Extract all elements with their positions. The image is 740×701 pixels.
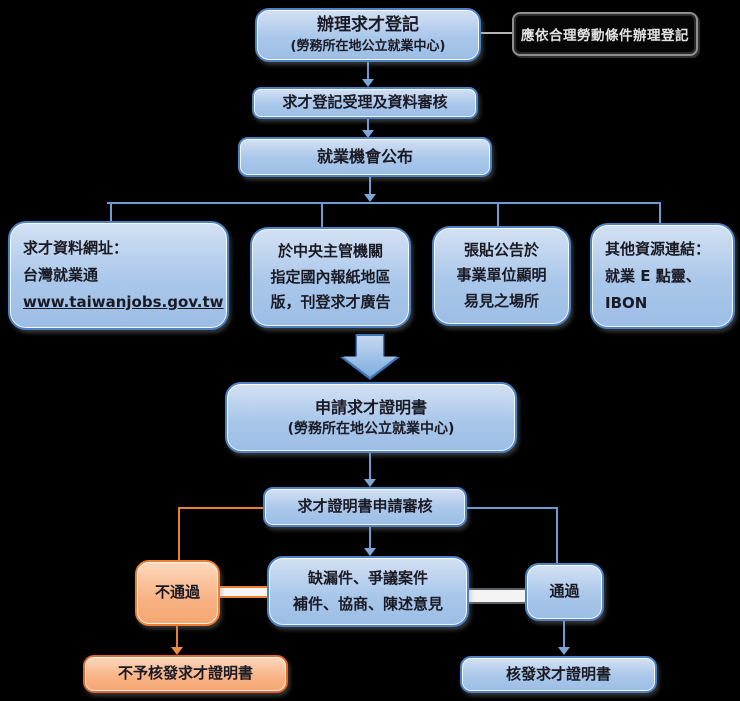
connector-certreview-to-fail-h [178,507,264,509]
arrowhead-down-icon [558,647,570,655]
connector-review-to-announce [367,119,369,131]
connector-fail-to-reject [176,626,178,648]
connector-certreview-to-issues [369,527,371,550]
node-cert-review-text: 求才證明書申請審核 [297,497,433,516]
node-apply-subtitle: (勞務所在地公立就業中心) [287,420,455,437]
node-branch-website: 求才資料網址： 台灣就業通 www.taiwanjobs.gov.tw [8,221,229,330]
branch-website-url[interactable]: www.taiwanjobs.gov.tw [23,293,224,311]
branch-newspaper-line1: 於中央主管機關 [277,242,383,261]
node-pass: 通過 [525,563,604,621]
node-pass-text: 通過 [549,582,580,601]
node-issues-line1: 缺漏件、爭議案件 [307,569,428,587]
node-reject-text: 不予核發求才證明書 [117,664,253,683]
node-fail: 不通過 [135,560,220,626]
connector-issues-pass-band [468,588,526,604]
branch-website-line2: 台灣就業通 [23,266,99,284]
node-issues-line2: 補件、協商、陳述意見 [292,594,443,613]
arrowhead-down-icon [362,130,374,138]
connector-apply-to-certreview [369,453,371,480]
drop-to-website-box [110,202,112,222]
node-cert-review: 求才證明書申請審核 [263,487,467,527]
node-announce: 就業機會公布 [238,137,492,177]
node-note-callout: 應依合理勞動條件辦理登記 [512,12,698,56]
node-issue-cert-text: 核發求才證明書 [505,664,611,683]
branch-other-line3: IBON [605,293,648,312]
node-register-subtitle: (勞務所在地公立就業中心) [290,38,446,54]
node-announce-text: 就業機會公布 [316,147,413,167]
node-branch-newspaper: 於中央主管機關 指定國內報紙地區 版，刊登求才廣告 [250,227,411,328]
node-branch-poster: 張貼公告於 事業單位顯明 易見之場所 [432,226,571,326]
branch-website-line1: 求才資料網址： [23,239,129,257]
branch-distribution-line [107,202,661,204]
down-block-arrow-fill [343,336,397,377]
drop-to-other-box [659,202,661,224]
node-register-title: 辦理求才登記 [317,15,419,36]
node-fail-text: 不通過 [154,583,200,602]
connector-announce-to-branches [369,177,371,195]
node-review: 求才登記受理及資料審核 [252,87,478,119]
drop-to-newspaper-box [321,202,323,228]
node-issue-cert: 核發求才證明書 [460,656,657,693]
branch-poster-line1: 張貼公告於 [463,240,539,259]
connector-register-to-note [481,32,512,34]
arrowhead-down-icon [364,479,376,487]
connector-certreview-to-fail-v [178,507,180,561]
node-review-text: 求才登記受理及資料審核 [282,93,448,112]
connector-pass-to-issuecert [563,621,565,648]
branch-newspaper-line3: 版，刊登求才廣告 [270,293,391,312]
arrowhead-down-icon [171,647,183,655]
connector-certreview-to-pass-v [556,507,558,564]
node-issues: 缺漏件、爭議案件 補件、協商、陳述意見 [267,556,469,627]
branch-other-line2: 就業 E 點靈、 [605,266,701,285]
branch-poster-line2: 事業單位顯明 [456,266,547,285]
node-apply-title: 申請求才證明書 [314,397,427,417]
arrowhead-down-icon [364,548,376,556]
drop-to-poster-box [497,202,499,227]
node-apply: 申請求才證明書 (勞務所在地公立就業中心) [225,382,517,453]
connector-certreview-to-pass-h [467,507,558,509]
arrowhead-down-icon [364,194,376,202]
node-register: 辦理求才登記 (勞務所在地公立就業中心) [255,8,481,62]
node-branch-other: 其他資源連結： 就業 E 點靈、 IBON [590,223,735,329]
node-note-text: 應依合理勞動條件辦理登記 [521,28,689,44]
node-reject: 不予核發求才證明書 [83,655,288,693]
branch-poster-line3: 易見之場所 [463,291,539,310]
connector-register-to-review [367,62,369,79]
connector-fail-issues-band [220,586,268,598]
arrowhead-down-icon [362,79,374,87]
branch-newspaper-line2: 指定國內報紙地區 [270,267,391,286]
branch-other-line1: 其他資源連結： [605,239,711,258]
